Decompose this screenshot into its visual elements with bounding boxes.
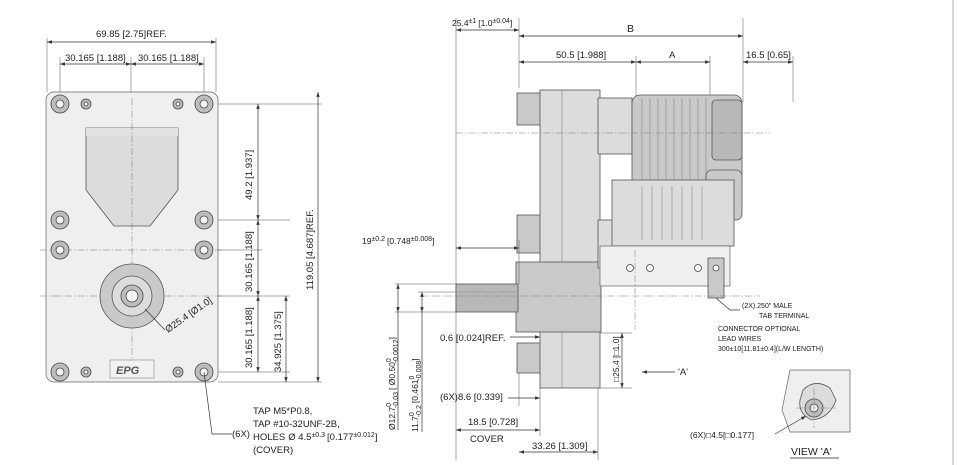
terminal-note-1: (2X).250" MALE — [742, 303, 793, 310]
view-a-hole-note: (6X)□4.5[□0.177] — [690, 430, 754, 440]
tab-terminal — [707, 257, 725, 299]
brand-logo: EPG — [116, 365, 140, 377]
dim-25-4-top-label: 25.4±1[1.0±0.04] — [452, 18, 512, 28]
dim-16-5-label: 16.5 [0.65] — [746, 50, 791, 61]
dim-8-6-label: (6X)8.6 [0.339] — [440, 392, 503, 403]
hole-spacing-right-label: 30.165 [1.188] — [138, 53, 199, 64]
motor-end-cap — [711, 99, 743, 161]
note-qty: (6X) — [232, 429, 250, 440]
dim-34-925-label: 34.925 [1.375] — [273, 311, 284, 372]
square-25-4-label: □25.4 [□1.0] — [611, 336, 621, 382]
connector-note-3: 300±10[11.81±0.4](L/W LENGTH) — [718, 346, 823, 353]
note-line-1: TAP M5*P0.8, — [253, 406, 312, 417]
note-line-4: (COVER) — [253, 445, 293, 456]
dim-18-5-label: 18.5 [0.728] — [468, 417, 518, 428]
view-a-title: VIEW 'A' — [791, 446, 832, 458]
dim-0-6-label: 0.6 [0.024]REF. — [440, 333, 505, 344]
dim-a-label: A — [669, 50, 676, 61]
dim-30-165-lower-label: 30.165 [1.188] — [244, 307, 255, 368]
front-view: 69.85 [2.75]REF. 30.165 [1.188] 30.165 [… — [40, 29, 377, 456]
side-view: 25.4±1[1.0±0.04] B 50.5 [1.988] A 16.5 [… — [362, 18, 823, 460]
shaft-flat-label: 11.70-0.2[0.4610-0.008] — [409, 358, 423, 432]
dim-50-5-label: 50.5 [1.988] — [556, 50, 606, 61]
note-line-2: TAP #10-32UNF-2B, — [253, 419, 340, 430]
connector-note-2: LEAD WIRES — [718, 336, 762, 343]
connector-note-1: CONNECTOR OPTIONAL — [718, 326, 800, 333]
dim-19-label: 19±0.2[0.748±0.008] — [362, 236, 434, 246]
dim-b-label: B — [627, 23, 634, 35]
gearbox-side — [539, 89, 601, 389]
dim-33-26-label: 33.26 [1.309] — [532, 441, 587, 452]
hole-spacing-left-label: 30.165 [1.188] — [65, 53, 126, 64]
terminal-note-2: TAB TERMINAL — [759, 313, 809, 320]
shaft-diameter-label: Ø12.70-0.03[ Ø0.500-0.0012] — [386, 337, 400, 430]
dim-30-165-upper-label: 30.165 [1.188] — [244, 231, 255, 292]
cover-label: COVER — [470, 434, 504, 445]
dim-49-2-label: 49.2 [1.937] — [244, 150, 255, 200]
view-a-detail: (6X)□4.5[□0.177] VIEW 'A' — [690, 369, 851, 459]
view-a-marker: 'A' — [678, 367, 688, 378]
overall-height-label: 119.05 [4.687]REF. — [305, 209, 316, 290]
overall-width-label: 69.85 [2.75]REF. — [96, 29, 167, 40]
output-shaft — [455, 283, 519, 313]
motor-frame — [611, 179, 735, 247]
